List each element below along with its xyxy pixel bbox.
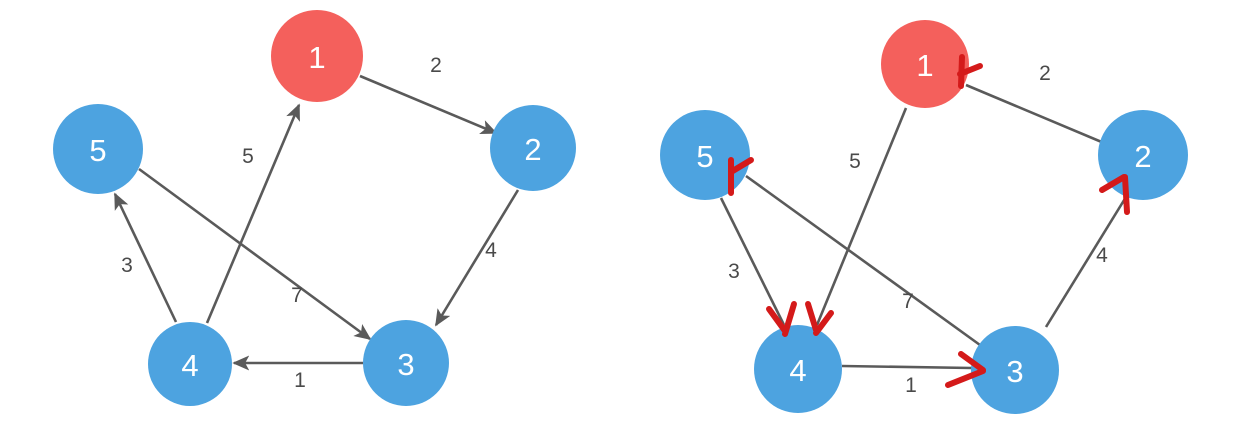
node-circle[interactable] (363, 320, 449, 406)
edge-3-to-5 (745, 174, 981, 347)
graph-node-4[interactable]: 4 (754, 325, 842, 413)
node-label: 3 (397, 347, 414, 382)
annotation-group-red-arrowheads (728, 54, 1130, 388)
node-circle[interactable] (148, 322, 232, 406)
red-arrowhead-into-node-1 (957, 54, 983, 89)
graph-node-4[interactable]: 4 (148, 322, 232, 406)
red-arrowhead-into-node-4-from-5 (766, 301, 797, 337)
graph-node-2[interactable]: 2 (490, 105, 576, 191)
edge-weight-label: 1 (294, 369, 306, 392)
node-label: 1 (916, 48, 933, 83)
edge-weight-label: 3 (121, 254, 133, 277)
edge-weight-label: 5 (242, 145, 254, 168)
edge-weight-label: 7 (902, 290, 914, 313)
graph-node-3[interactable]: 3 (363, 320, 449, 406)
red-arrowhead-into-node-4-from-1 (805, 301, 834, 336)
node-label: 1 (308, 40, 325, 75)
node-group-left: 1 2 3 4 5 (53, 10, 576, 406)
red-arrowhead-into-node-2 (1099, 174, 1130, 215)
node-label: 5 (89, 133, 106, 168)
edge-5-to-3 (138, 167, 372, 341)
graph-node-5[interactable]: 5 (660, 110, 750, 200)
edge-weight-label: 1 (905, 374, 917, 397)
node-label: 2 (524, 132, 541, 167)
node-circle[interactable] (271, 10, 363, 102)
edge-weight-label: 4 (485, 239, 497, 262)
edge-5-to-4 (719, 197, 786, 326)
edge-weight-group-right: 2 4 1 5 3 7 (728, 62, 1108, 397)
red-arrowhead-into-node-5 (728, 157, 754, 196)
graph-node-3[interactable]: 3 (971, 326, 1059, 414)
node-circle[interactable] (660, 110, 750, 200)
edge-weight-group-left: 2 4 1 5 3 7 (121, 54, 497, 392)
edge-4-to-5 (113, 192, 178, 323)
edge-4-to-3 (841, 364, 973, 370)
edge-weight-label: 2 (430, 54, 442, 77)
node-group-right: 1 2 3 4 5 (660, 20, 1188, 414)
graph-node-1[interactable]: 1 (271, 10, 363, 102)
red-arrowhead-into-node-3 (945, 351, 986, 388)
edge-1-to-2 (359, 74, 498, 135)
node-circle[interactable] (490, 105, 576, 191)
edge-1-to-4 (815, 107, 908, 326)
edge-weight-label: 4 (1096, 244, 1108, 267)
node-circle[interactable] (881, 20, 969, 108)
edge-2-to-3 (434, 189, 520, 327)
edge-weight-label: 2 (1039, 62, 1051, 85)
edge-weight-label: 5 (849, 150, 861, 173)
node-circle[interactable] (971, 326, 1059, 414)
node-label: 3 (1006, 354, 1023, 389)
node-label: 2 (1134, 139, 1151, 174)
node-label: 5 (696, 139, 713, 174)
edge-group-right (719, 83, 1128, 370)
node-label: 4 (789, 353, 806, 388)
edge-2-to-1 (965, 83, 1105, 145)
edge-3-to-2 (1044, 196, 1128, 328)
node-circle[interactable] (754, 325, 842, 413)
edge-group-left (113, 74, 520, 371)
node-label: 4 (181, 348, 198, 383)
graph-node-5[interactable]: 5 (53, 104, 143, 194)
panel-annotated-graph: 2 4 1 5 3 7 1 2 3 (618, 0, 1236, 424)
edge-weight-label: 3 (728, 260, 740, 283)
panel-original-graph: 2 4 1 5 3 7 1 2 3 (53, 10, 576, 406)
edge-weight-label: 7 (291, 284, 303, 307)
edge-4-to-1 (205, 103, 301, 324)
node-circle[interactable] (53, 104, 143, 194)
graph-node-1[interactable]: 1 (881, 20, 969, 108)
